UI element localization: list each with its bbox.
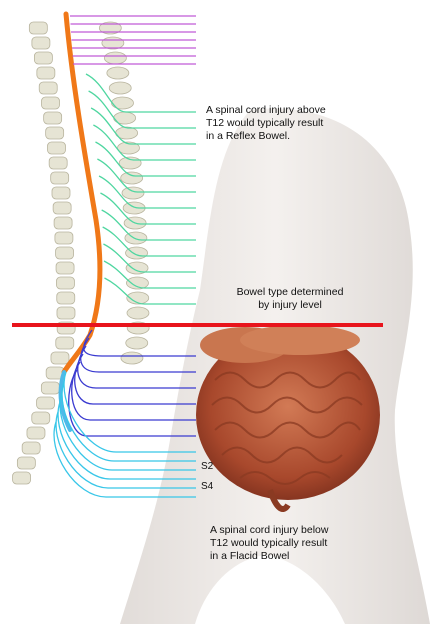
vertebra-body xyxy=(56,337,74,349)
vertebra-process xyxy=(102,37,124,49)
vertebral-column xyxy=(13,22,150,484)
vertebra-process xyxy=(127,307,149,319)
caption-middle-line: Bowel type determined xyxy=(200,286,380,299)
caption-below-t12: A spinal cord injury below T12 would typ… xyxy=(210,524,410,563)
caption-above-line: in a Reflex Bowel. xyxy=(206,130,406,143)
nerves-upper xyxy=(70,16,196,64)
vertebra-body xyxy=(29,22,47,34)
label-s4: S4 xyxy=(201,481,213,492)
nerve-root xyxy=(102,210,196,240)
vertebra-body xyxy=(56,277,74,289)
vertebra-body xyxy=(53,202,71,214)
vertebra-body xyxy=(56,247,74,259)
vertebra-process xyxy=(109,82,131,94)
vertebra-body xyxy=(32,412,50,424)
vertebra-body xyxy=(57,292,75,304)
caption-above-line: T12 would typically result xyxy=(206,117,406,130)
vertebra-body xyxy=(13,472,31,484)
vertebra-body xyxy=(41,382,59,394)
vertebra-body xyxy=(56,262,74,274)
vertebra-body xyxy=(37,67,55,79)
vertebra-process xyxy=(119,157,141,169)
nerve-root xyxy=(95,142,196,176)
caption-middle-line: by injury level xyxy=(200,299,380,312)
nerve-root xyxy=(91,108,196,144)
vertebra-process xyxy=(121,352,143,364)
caption-bowel-type: Bowel type determined by injury level xyxy=(200,286,380,312)
nerve-root xyxy=(89,91,196,128)
caption-below-line: in a Flacid Bowel xyxy=(210,550,410,563)
nerve-root xyxy=(103,244,196,272)
vertebra-body xyxy=(17,457,35,469)
label-s2: S2 xyxy=(201,461,213,472)
vertebra-body xyxy=(46,127,64,139)
vertebra-body xyxy=(49,157,67,169)
vertebra-body xyxy=(32,37,50,49)
vertebra-body xyxy=(41,97,59,109)
nerve-root xyxy=(93,125,196,160)
caption-below-line: T12 would typically result xyxy=(210,537,410,550)
caption-above-t12: A spinal cord injury above T12 would typ… xyxy=(206,104,406,143)
caption-above-line: A spinal cord injury above xyxy=(206,104,406,117)
vertebra-body xyxy=(39,82,57,94)
vertebra-body xyxy=(57,307,75,319)
vertebra-body xyxy=(27,427,45,439)
nerve-root xyxy=(103,227,196,256)
vertebra-body xyxy=(47,142,65,154)
vertebra-body xyxy=(51,172,69,184)
nerve-root xyxy=(104,278,196,304)
vertebra-body xyxy=(52,187,70,199)
vertebra-process xyxy=(111,97,133,109)
vertebra-process xyxy=(107,67,129,79)
vertebra-body xyxy=(37,397,55,409)
vertebra-body xyxy=(44,112,62,124)
vertebra-body xyxy=(54,217,72,229)
vertebra-body xyxy=(51,352,69,364)
caption-below-line: A spinal cord injury below xyxy=(210,524,410,537)
vertebra-process xyxy=(121,172,143,184)
nerve-root xyxy=(86,74,196,112)
vertebra-process xyxy=(122,187,144,199)
vertebra-process xyxy=(126,337,148,349)
vertebra-body xyxy=(22,442,40,454)
nerve-root xyxy=(104,261,196,288)
vertebra-process xyxy=(104,52,126,64)
vertebra-body xyxy=(34,52,52,64)
vertebra-body xyxy=(55,232,73,244)
